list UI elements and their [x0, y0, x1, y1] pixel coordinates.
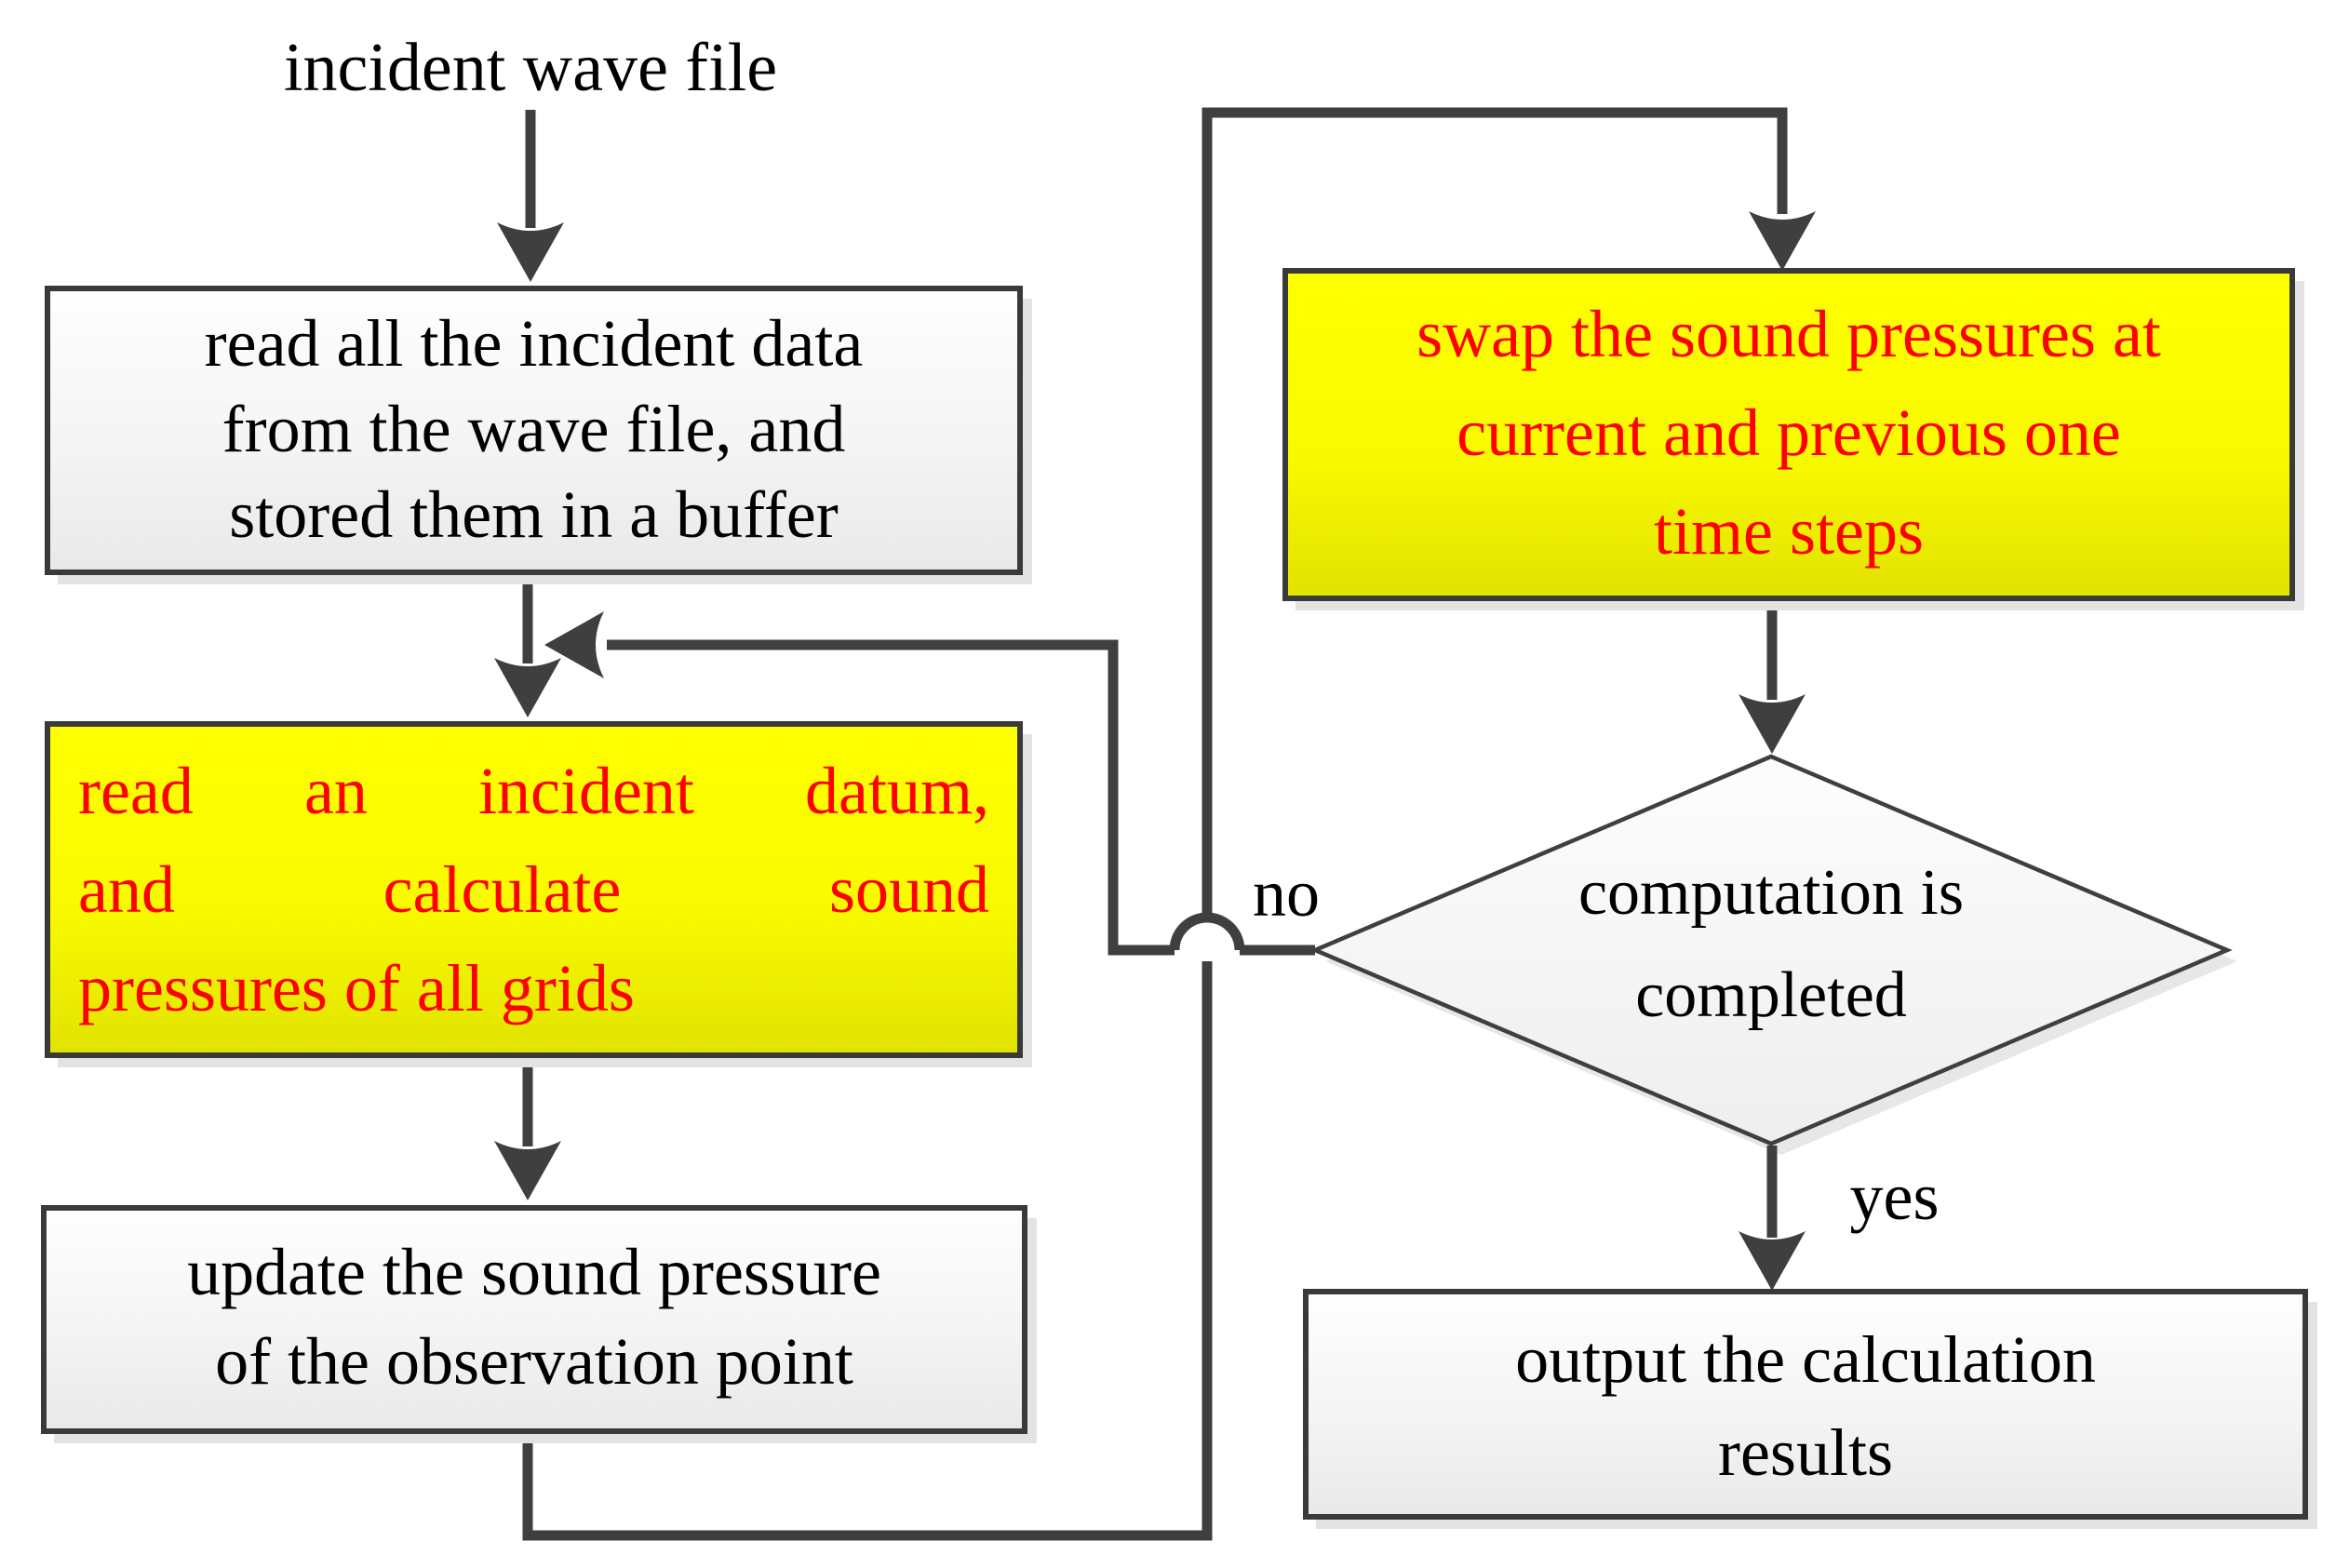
node-text-line: read an incident datum,: [78, 754, 989, 828]
node-update-pressure: update the sound pressure of the observa…: [41, 1205, 1027, 1434]
node-text-line: swap the sound pressures at: [1416, 297, 2161, 371]
arrowhead-into-read: [497, 222, 564, 282]
line-hop-arc: [1169, 912, 1245, 951]
arrowhead-into-datum: [494, 658, 561, 717]
arrowhead-into-swap: [1749, 211, 1816, 271]
node-text-line: from the wave file, and: [222, 392, 846, 466]
edge-no-segment-left: [607, 639, 1175, 956]
node-read-buffer: read all the incident data from the wave…: [45, 286, 1023, 575]
arrowhead-into-output: [1739, 1231, 1806, 1291]
node-text-line: computation is: [1577, 857, 1965, 929]
edge-label-no: no: [1253, 856, 1320, 931]
start-label: incident wave file: [283, 30, 778, 106]
arrowhead-into-decision: [1739, 694, 1806, 754]
node-text-line: stored them in a buffer: [229, 477, 839, 552]
node-text-line: pressures of all grids: [78, 951, 635, 1025]
node-text-line: output the calculation: [1515, 1322, 2096, 1397]
node-text-line: time steps: [1654, 494, 1924, 569]
node-text-line: results: [1718, 1415, 1893, 1490]
node-text-line: read all the incident data: [204, 306, 864, 381]
node-text-line: of the observation point: [215, 1324, 853, 1399]
node-text-line: and calculate sound: [78, 852, 989, 927]
edge-update-to-swap: [522, 107, 1788, 1541]
node-text-line: update the sound pressure: [187, 1235, 881, 1309]
node-text-line: current and previous one: [1457, 395, 2121, 470]
node-swap-pressures: swap the sound pressures at current and …: [1282, 268, 2295, 601]
node-text-line: completed: [1635, 959, 1907, 1031]
node-decision-text: computation is completed: [1445, 842, 2097, 1047]
arrowhead-no-merge: [544, 611, 604, 678]
arrowhead-into-update: [494, 1141, 561, 1200]
edge-label-yes: yes: [1849, 1159, 1940, 1234]
decision-diamond: [1309, 754, 2233, 1146]
node-read-datum: read an incident datum, and calculate so…: [45, 721, 1023, 1058]
node-output-results: output the calculation results: [1303, 1289, 2308, 1520]
